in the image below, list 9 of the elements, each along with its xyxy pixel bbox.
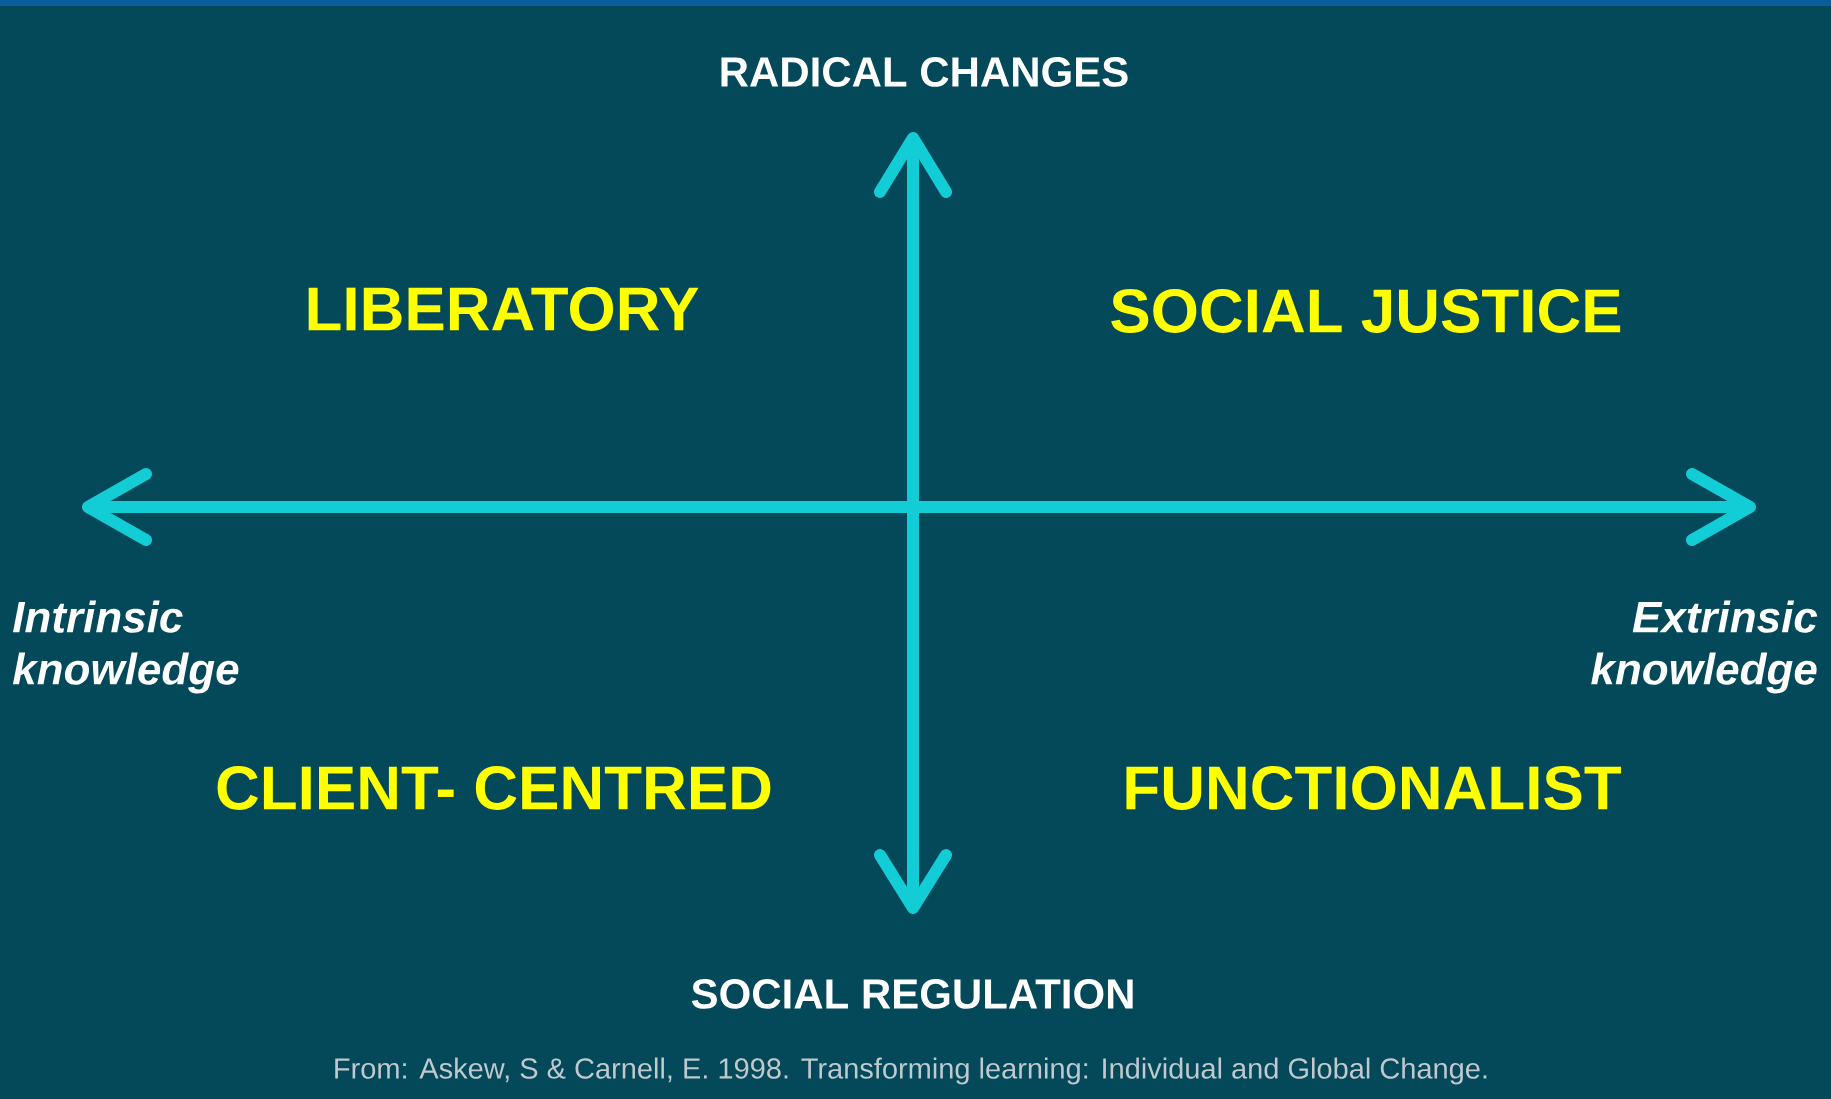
axis-label: SOCIAL REGULATION <box>691 979 1133 1009</box>
quadrant-label: FUNCTIONALIST <box>1126 766 1622 810</box>
citation: From: Askew, S & Carnell, E. 1998. Transforming learning: Individual and Global Change. <box>335 1057 1487 1085</box>
quadrant-label: CLIENT- CENTRED <box>217 766 771 810</box>
axis-label: Extrinsic knowledge <box>1591 600 1818 694</box>
axis-label: RADICAL CHANGES <box>721 57 1128 87</box>
quadrant-label: SOCIAL JUSTICE <box>1111 289 1621 333</box>
axis-label: Intrinsic knowledge <box>12 600 239 694</box>
quadrant-label: LIBERATORY <box>308 287 699 331</box>
